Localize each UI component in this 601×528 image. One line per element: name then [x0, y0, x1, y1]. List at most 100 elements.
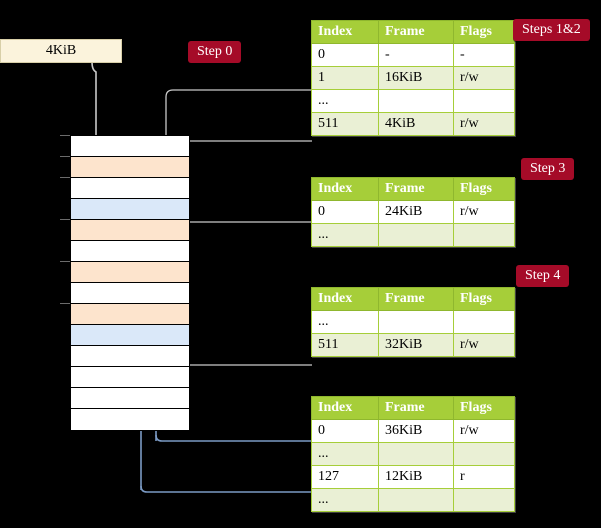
memory-frame-row: [71, 367, 189, 388]
cell-index: 511: [311, 333, 379, 357]
memory-row-tick: [60, 219, 70, 220]
cell-frame: -: [378, 43, 454, 67]
column-header-index: Index: [311, 287, 379, 311]
cell-frame: [378, 223, 454, 247]
memory-row-tick: [60, 303, 70, 304]
cell-frame: 4KiB: [378, 112, 454, 136]
cell-index: 0: [311, 419, 379, 443]
cell-flags: r/w: [453, 200, 515, 224]
wire-pdp-entry0-to-memory: [176, 221, 312, 262]
cell-frame: 36KiB: [378, 419, 454, 443]
table-row: ...: [311, 310, 515, 334]
column-header-index: Index: [311, 177, 379, 201]
column-header-flags: Flags: [453, 177, 515, 201]
cell-frame: [378, 89, 454, 113]
column-header-flags: Flags: [453, 396, 515, 420]
wire-pd-entry511-to-memory: [171, 308, 312, 366]
memory-frame-row: [71, 220, 189, 241]
table-row: ...: [311, 442, 515, 466]
column-header-frame: Frame: [378, 287, 454, 311]
table-row: ...: [311, 223, 515, 247]
memory-frame-row: [71, 409, 189, 430]
table-row: ...: [311, 89, 515, 113]
memory-row-tick: [60, 177, 70, 178]
memory-frame-row: [71, 157, 189, 178]
memory-frame-row: [71, 178, 189, 199]
cell-frame: 16KiB: [378, 66, 454, 90]
cell-flags: -: [453, 43, 515, 67]
cell-flags: r/w: [453, 333, 515, 357]
cell-index: ...: [311, 223, 379, 247]
memory-frame-row: [71, 325, 189, 346]
column-header-frame: Frame: [378, 20, 454, 44]
wire-pt-entry0-run: [155, 434, 312, 442]
cell-flags: [453, 223, 515, 247]
column-header-frame: Frame: [378, 396, 454, 420]
memory-row-tick: [60, 261, 70, 262]
memory-frame-row: [71, 241, 189, 262]
memory-frame-row: [71, 262, 189, 283]
cell-flags: [453, 488, 515, 512]
column-header-frame: Frame: [378, 177, 454, 201]
cell-index: ...: [311, 488, 379, 512]
wire-pt-entry127-run: [140, 485, 312, 493]
memory-frame-row: [71, 199, 189, 220]
virtual-address-box: 4KiB: [0, 39, 122, 63]
column-header-index: Index: [311, 20, 379, 44]
memory-frame-row: [71, 136, 189, 157]
memory-frame-row: [71, 283, 189, 304]
memory-frame-row: [71, 346, 189, 367]
step-badge-step4: Step 4: [516, 265, 570, 287]
cell-flags: r/w: [453, 66, 515, 90]
cell-flags: r/w: [453, 419, 515, 443]
cell-frame: 32KiB: [378, 333, 454, 357]
memory-frame-row: [71, 388, 189, 409]
step-badge-step12: Steps 1&2: [513, 19, 590, 41]
wire-memory-to-pml4-entry1: [165, 89, 312, 140]
cell-index: ...: [311, 310, 379, 334]
cell-index: ...: [311, 89, 379, 113]
cell-frame: [378, 488, 454, 512]
memory-row-tick: [60, 156, 70, 157]
column-header-index: Index: [311, 396, 379, 420]
wire-pml4-entry511-to-memory: [171, 140, 312, 156]
cell-frame: 12KiB: [378, 465, 454, 489]
cell-index: ...: [311, 442, 379, 466]
table-row: 0--: [311, 43, 515, 67]
step-badge-step0: Step 0: [188, 41, 242, 63]
memory-row-tick: [60, 135, 70, 136]
cell-flags: [453, 310, 515, 334]
step-badge-step3: Step 3: [521, 158, 575, 180]
physical-memory-column: [70, 135, 190, 431]
cell-index: 511: [311, 112, 379, 136]
cell-flags: [453, 89, 515, 113]
cell-flags: r: [453, 465, 515, 489]
cell-frame: [378, 442, 454, 466]
column-header-flags: Flags: [453, 20, 515, 44]
cell-flags: [453, 442, 515, 466]
memory-frame-row: [71, 304, 189, 325]
virtual-address-label: 4KiB: [45, 43, 77, 58]
cell-index: 1: [311, 66, 379, 90]
column-header-flags: Flags: [453, 287, 515, 311]
cell-index: 127: [311, 465, 379, 489]
table-row: ...: [311, 488, 515, 512]
cell-flags: r/w: [453, 112, 515, 136]
cell-index: 0: [311, 200, 379, 224]
cell-index: 0: [311, 43, 379, 67]
